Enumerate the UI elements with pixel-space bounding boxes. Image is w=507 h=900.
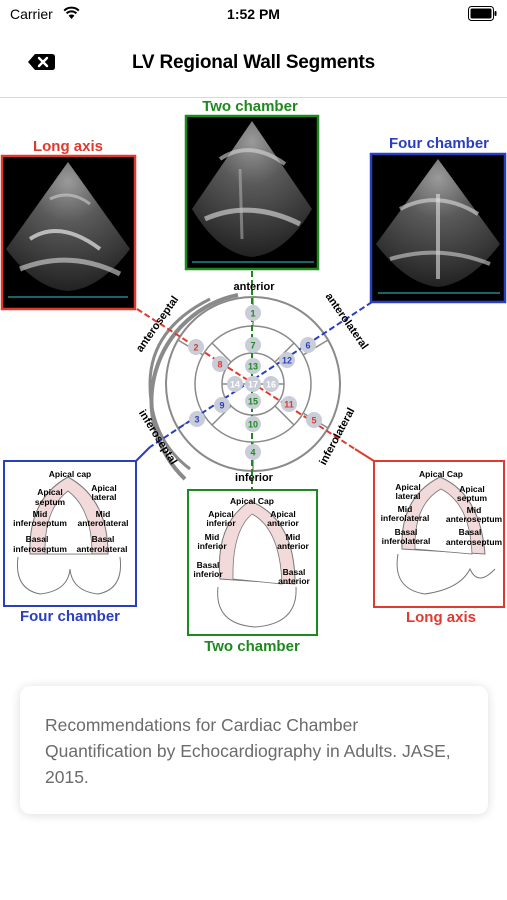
bullseye-plot: 1 7 13 17 14 16 15 10 4 2 8 11 5 [134,271,373,487]
lv-segments-diagram: Long axis Two chamber Four chamber [0,99,507,655]
fc-basal-inferoseptum-1: Basal [26,534,49,544]
segment-14: 14 [230,380,240,390]
reference-card: Recommendations for Cardiac Chamber Quan… [20,686,488,814]
la-basal-inferolateral-1: Basal [395,527,418,537]
tc-basal-inferior-2: inferior [193,569,223,579]
wall-anterior-label: anterior [234,281,276,293]
tc-apical-anterior-2: anterior [267,518,299,528]
tc-mid-anterior-2: anterior [277,541,309,551]
battery-icon [468,6,497,21]
long-axis-diagram: Apical Cap Apical lateral Apical septum … [373,460,505,626]
segment-4: 4 [250,448,255,458]
fc-apical-septum-1: Apical [37,487,63,497]
fc-mid-inferoseptum-2: inferoseptum [13,518,67,528]
la-apical-septum-1: Apical [459,484,485,494]
segment-12: 12 [282,356,292,366]
wall-inferior-label: inferior [235,472,274,484]
fc-mid-anterolateral-1: Mid [96,509,111,519]
la-apical-cap: Apical Cap [419,469,463,479]
segment-11: 11 [284,400,294,410]
segment-8: 8 [217,360,222,370]
echo-two-chamber-image [184,114,320,271]
page-title: LV Regional Wall Segments [131,52,376,73]
delete-icon [28,54,55,70]
segment-7: 7 [250,341,255,351]
la-mid-inferolateral-1: Mid [398,504,413,514]
status-time: 1:52 PM [227,6,280,22]
segment-15: 15 [248,397,258,407]
segment-9: 9 [219,401,224,411]
diagram-two-chamber-label: Two chamber [204,638,300,655]
echo-long-axis-label: Long axis [33,138,103,155]
la-apical-septum-2: septum [457,493,488,503]
fc-apical-lateral-1: Apical [91,483,117,493]
segment-17: 17 [248,380,258,390]
tc-apical-cap: Apical Cap [230,496,274,506]
status-bar: Carrier 1:52 PM [0,0,507,28]
reference-text: Recommendations for Cardiac Chamber Quan… [45,715,451,787]
nav-bar: LV Regional Wall Segments [0,28,507,98]
carrier-label: Carrier [10,6,53,22]
la-apical-lateral-2: lateral [395,491,420,501]
echo-four-chamber-label: Four chamber [389,135,489,152]
tc-mid-anterior-1: Mid [286,532,301,542]
tc-apical-inferior-1: Apical [208,509,234,519]
la-mid-inferolateral-2: inferolateral [381,513,430,523]
segment-5: 5 [311,416,316,426]
diagram-long-axis-label: Long axis [406,609,476,626]
la-mid-anteroseptum-1: Mid [467,505,482,515]
segment-13: 13 [248,362,258,372]
fc-apical-cap: Apical cap [49,469,92,479]
la-basal-anteroseptum-2: anteroseptum [446,537,503,547]
echo-long-axis-image [0,154,137,311]
tc-mid-inferior-1: Mid [205,532,220,542]
la-basal-anteroseptum-1: Basal [459,527,482,537]
echo-four-chamber-image [369,152,507,304]
tc-apical-inferior-2: inferior [206,518,236,528]
fc-mid-anterolateral-2: anterolateral [77,518,128,528]
segment-2: 2 [193,343,198,353]
la-basal-inferolateral-2: inferolateral [382,536,431,546]
tc-apical-anterior-1: Apical [270,509,296,519]
tc-basal-anterior-1: Basal [283,567,306,577]
segment-6: 6 [305,341,310,351]
tc-basal-inferior-1: Basal [197,560,220,570]
echo-two-chamber-label: Two chamber [202,99,298,115]
lv-segments-figure: Long axis Two chamber Four chamber [0,99,507,659]
fc-basal-anterolateral-1: Basal [92,534,115,544]
fc-apical-septum-2: septum [35,497,66,507]
segment-16: 16 [266,380,276,390]
segment-1: 1 [250,309,255,319]
segment-10: 10 [248,420,258,430]
segment-3: 3 [194,415,199,425]
fc-apical-lateral-2: lateral [91,492,116,502]
la-apical-lateral-1: Apical [395,482,421,492]
fc-basal-inferoseptum-2: inferoseptum [13,544,67,554]
wifi-icon [63,6,80,19]
fc-basal-anterolateral-2: anterolateral [76,544,127,554]
la-mid-anteroseptum-2: anteroseptum [446,514,503,524]
two-chamber-diagram: Apical Cap Apical inferior Apical anteri… [187,489,318,655]
tc-basal-anterior-2: anterior [278,576,310,586]
fc-mid-inferoseptum-1: Mid [33,509,48,519]
diagram-four-chamber-label: Four chamber [20,608,120,625]
close-button[interactable] [25,48,57,76]
four-chamber-diagram: Apical cap Apical septum Apical lateral … [3,460,137,625]
tc-mid-inferior-2: inferior [197,541,227,551]
